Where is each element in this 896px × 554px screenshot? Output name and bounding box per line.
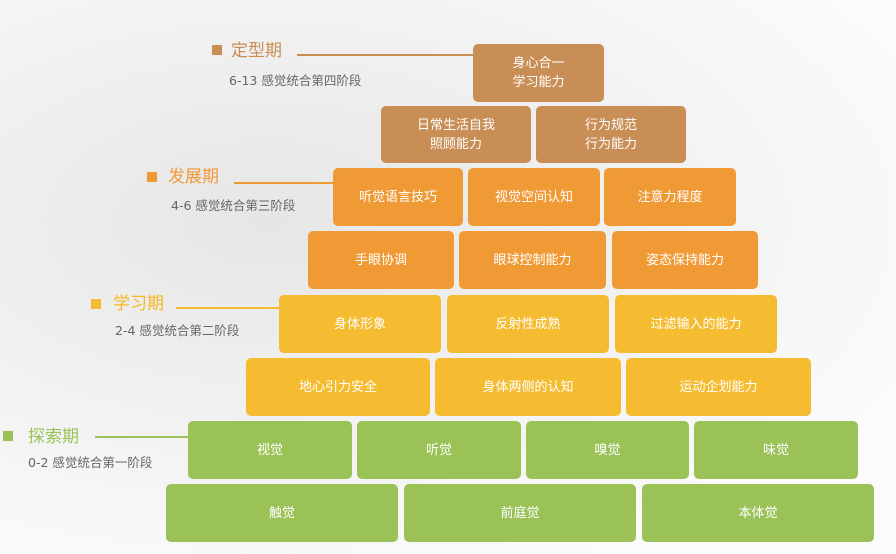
pyramid-block: 地心引力安全 bbox=[246, 358, 430, 416]
stage-title: 发展期 bbox=[168, 167, 219, 187]
pyramid-block: 视觉 bbox=[188, 421, 352, 479]
stage-title: 学习期 bbox=[113, 294, 164, 314]
pyramid-block: 姿态保持能力 bbox=[612, 231, 758, 289]
pyramid-block: 身体形象 bbox=[279, 295, 441, 353]
pyramid-block: 听觉语言技巧 bbox=[333, 168, 463, 226]
stage-subtitle: 4-6 感觉统合第三阶段 bbox=[171, 198, 296, 213]
pyramid-block: 听觉 bbox=[357, 421, 521, 479]
stage-marker-icon bbox=[147, 172, 157, 182]
stage-title: 定型期 bbox=[231, 41, 282, 61]
pyramid-block: 味觉 bbox=[694, 421, 858, 479]
pyramid-block: 触觉 bbox=[166, 484, 398, 542]
stage-title: 探索期 bbox=[28, 427, 79, 447]
pyramid-block: 行为规范 行为能力 bbox=[536, 106, 686, 163]
pyramid-block: 嗅觉 bbox=[526, 421, 689, 479]
stage-subtitle: 6-13 感觉统合第四阶段 bbox=[229, 73, 362, 88]
stage-subtitle: 2-4 感觉统合第二阶段 bbox=[115, 323, 240, 338]
stage-marker-icon bbox=[91, 299, 101, 309]
pyramid-block: 反射性成熟 bbox=[447, 295, 609, 353]
pyramid-block: 视觉空间认知 bbox=[468, 168, 600, 226]
pyramid-block: 本体觉 bbox=[642, 484, 874, 542]
pyramid-block: 眼球控制能力 bbox=[459, 231, 606, 289]
connector-line bbox=[234, 182, 333, 184]
pyramid-block: 身体两侧的认知 bbox=[435, 358, 621, 416]
stage-subtitle: 0-2 感觉统合第一阶段 bbox=[28, 455, 153, 470]
pyramid-block: 日常生活自我 照顾能力 bbox=[381, 106, 531, 163]
connector-line bbox=[297, 54, 473, 56]
stage-marker-icon bbox=[212, 45, 222, 55]
pyramid-block: 身心合一 学习能力 bbox=[473, 44, 604, 102]
pyramid-block: 注意力程度 bbox=[604, 168, 736, 226]
connector-line bbox=[95, 436, 188, 438]
pyramid-block: 前庭觉 bbox=[404, 484, 636, 542]
pyramid-block: 手眼协调 bbox=[308, 231, 454, 289]
pyramid-block: 运动企划能力 bbox=[626, 358, 811, 416]
stage-marker-icon bbox=[3, 431, 13, 441]
connector-line bbox=[176, 307, 279, 309]
pyramid-block: 过滤输入的能力 bbox=[615, 295, 777, 353]
